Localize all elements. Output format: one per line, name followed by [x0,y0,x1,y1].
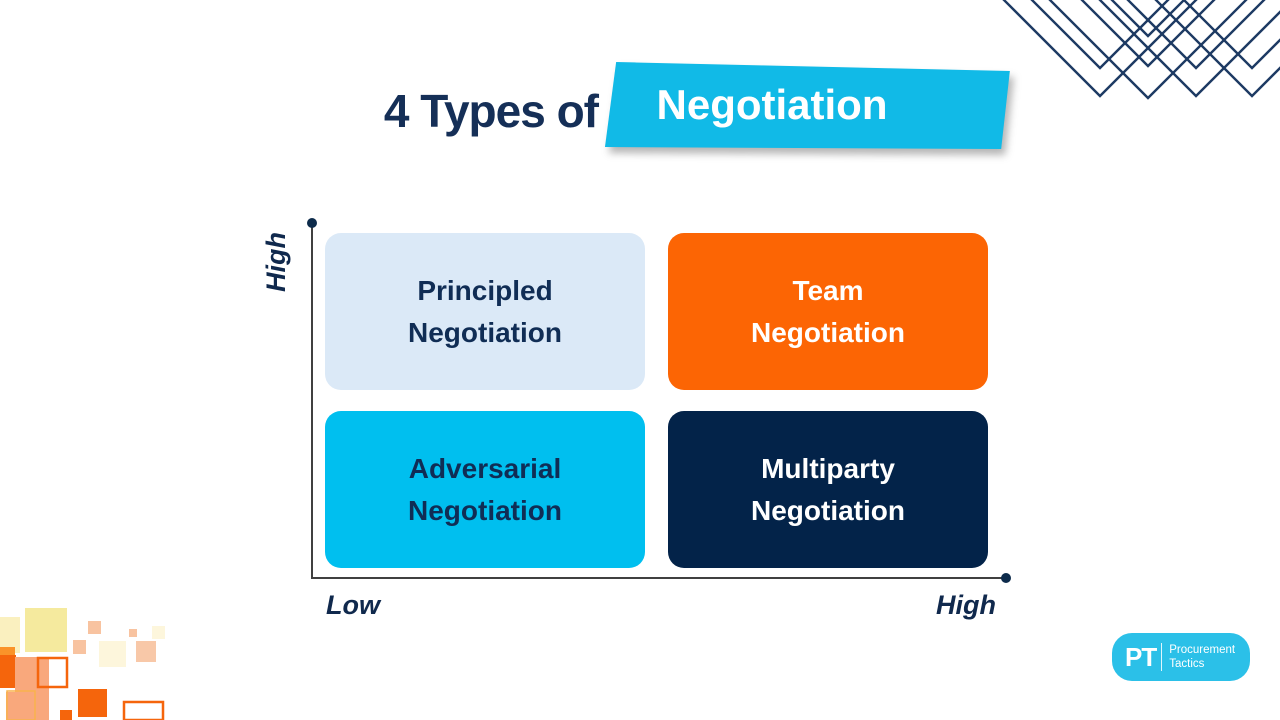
quadrant-multiparty-negotiation: Multiparty Negotiation [668,411,988,568]
quadrant-principled-negotiation: Principled Negotiation [325,233,645,390]
x-axis-line [311,577,1007,579]
quadrant-label-line: Principled [417,274,553,306]
procurement-tactics-logo: PT Procurement Tactics [1112,633,1250,681]
title-banner: Negotiation [600,58,1014,152]
quadrant-adversarial-negotiation: Adversarial Negotiation [325,411,645,568]
logo-abbr: PT [1125,641,1157,672]
quadrant-label-line: Team [792,274,864,306]
title-banner-shape: Negotiation [604,62,1010,149]
y-axis-end-dot [307,218,317,228]
page-title-highlight: Negotiation [656,81,888,128]
quadrant-label-line: Multiparty [761,452,895,484]
quadrant-label-line: Negotiation [751,494,905,526]
quadrant-label-line: Negotiation [408,494,562,526]
logo-name: Procurement Tactics [1169,643,1235,672]
x-axis-label-high: High [936,590,996,620]
quadrant-label-line: Negotiation [408,316,562,348]
x-axis-label-low: Low [326,590,380,620]
logo-name-line2: Tactics [1169,658,1205,670]
quadrant-team-negotiation: Team Negotiation [668,233,988,390]
y-axis-label-high: High [261,232,291,292]
y-axis-line [311,222,313,578]
logo-divider [1161,643,1163,671]
quadrant-label-line: Adversarial [408,452,562,484]
diamond-pattern-icon [1002,0,1280,100]
page-title-prefix: 4 Types of [383,85,599,137]
logo-name-line1: Procurement [1169,643,1236,656]
x-axis-end-dot [1001,573,1011,583]
squares-pattern-icon [0,608,165,720]
quadrant-matrix: Principled Negotiation Team Negotiation … [325,233,988,568]
quadrant-label-line: Negotiation [751,316,905,348]
